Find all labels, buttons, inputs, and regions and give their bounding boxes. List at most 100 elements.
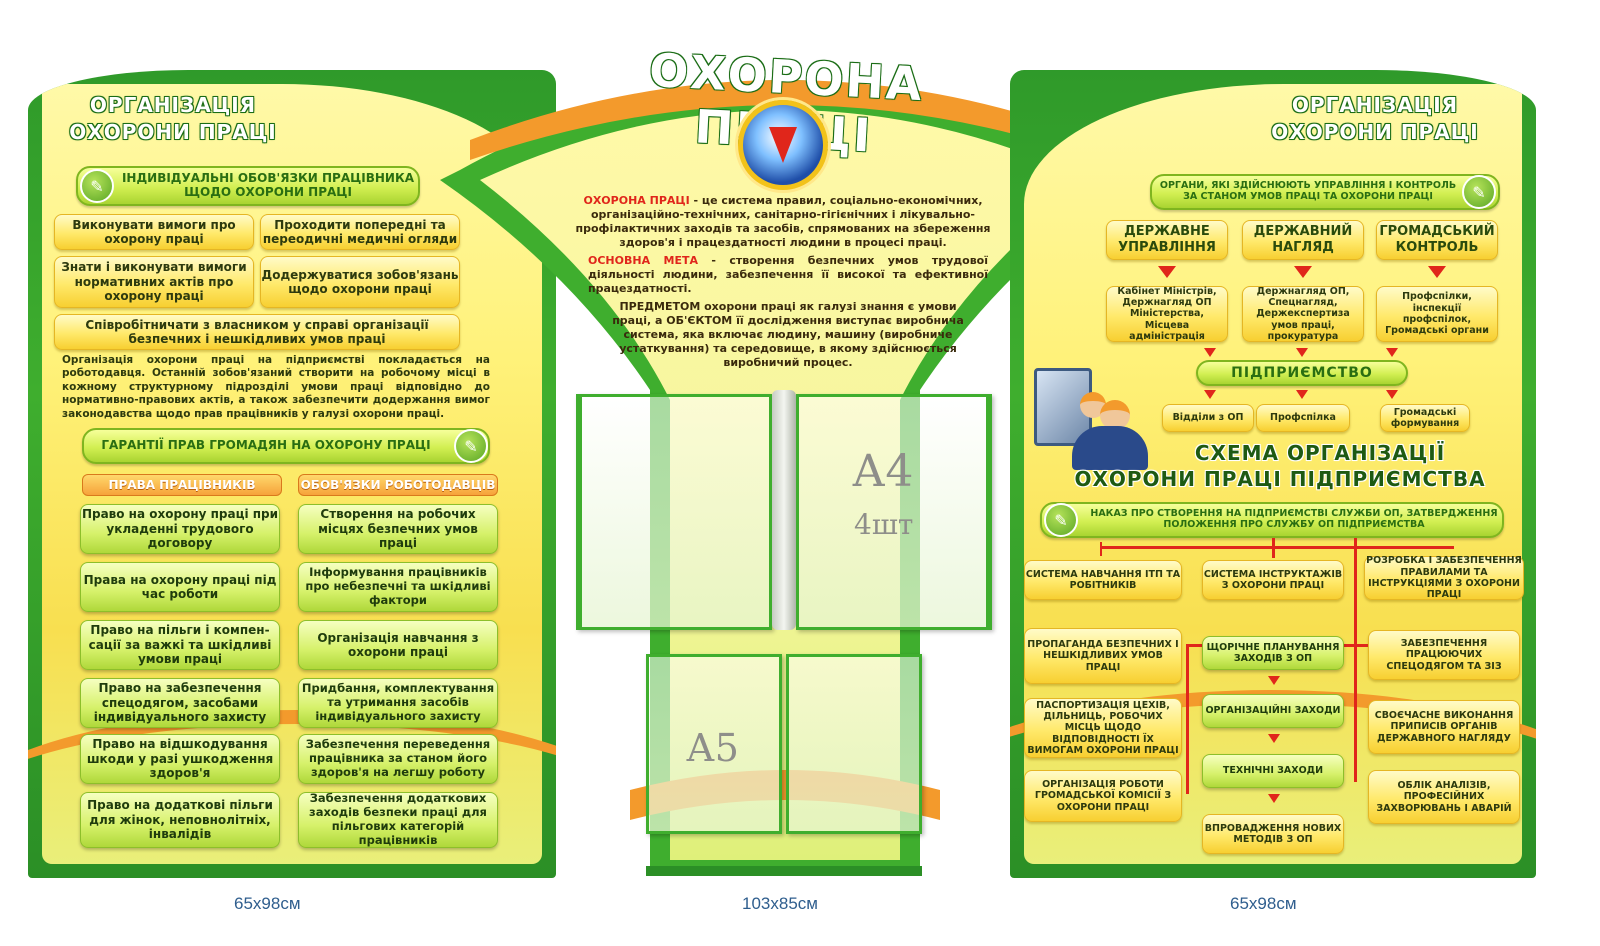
column-body-text: Держнагляд ОП, Спецнагляд, Держекспертиз… [1256, 285, 1350, 343]
order-text: НАКАЗ ПРО СТВОРЕННЯ НА ПІДПРИЄМСТВІ СЛУЖ… [1090, 508, 1498, 530]
scheme-right-text: РОЗРОБКА І ЗАБЕЗПЕЧЕННЯ ПРАВИЛАМИ ТА ІНС… [1366, 555, 1522, 601]
column-header-1: ДЕРЖАВНЕ УПРАВЛІННЯ [1106, 220, 1228, 260]
employer-item-text: Забезпечення додаткових заходів безпеки … [309, 791, 487, 847]
meta-label: ОСНОВНА МЕТА [588, 254, 698, 267]
employer-item-text: Забезпечення переведення працівника за с… [305, 737, 491, 779]
red-arrow-icon [1268, 794, 1280, 803]
document-icon: ✎ [80, 169, 114, 203]
connector-line [1354, 538, 1357, 782]
pocket-a5-label: А5 [686, 726, 739, 770]
duty-box-2: Проходити попередні та переодичні медичн… [260, 214, 460, 250]
column-header-3: ГРОМАДСЬКИЙ КОНТРОЛЬ [1376, 220, 1498, 260]
left-panel-size: 65х98см [234, 894, 301, 913]
red-arrow-icon [1386, 348, 1398, 357]
scheme-left-4: ОРГАНІЗАЦІЯ РОБОТИ ГРОМАДСЬКОЇ КОМІСІЇ З… [1024, 770, 1182, 822]
scheme-center-text: ВПРОВАДЖЕННЯ НОВИХ МЕТОДІВ З ОП [1204, 822, 1342, 845]
employer-item-text: Придбання, комплектування та утримання з… [301, 681, 495, 723]
scheme-left-text: СИСТЕМА НАВЧАННЯ ІТП ТА РОБІТНИКІВ [1025, 568, 1181, 591]
connector-line [1186, 644, 1189, 794]
right-item-text: Право на охорону праці при укладенні тру… [81, 507, 279, 551]
scheme-right-1: РОЗРОБКА І ЗАБЕЗПЕЧЕННЯ ПРАВИЛАМИ ТА ІНС… [1364, 555, 1524, 601]
employer-item-3: Організація навчання з охорони праці [298, 620, 498, 670]
scheme-center-text: ОРГАНІЗАЦІЙНІ ЗАХОДИ [1205, 705, 1341, 717]
document-icon: ✎ [454, 429, 488, 463]
employer-item-5: Забезпечення переведення працівника за с… [298, 734, 498, 784]
column-body-2: Держнагляд ОП, Спецнагляд, Держекспертиз… [1242, 286, 1364, 342]
pocket-a5-right [786, 654, 922, 834]
connector-line [1354, 644, 1368, 647]
column-header-text: ДЕРЖАВНЕ УПРАВЛІННЯ [1118, 224, 1216, 255]
duty-text: Знати і виконувати вимоги нормативних ак… [61, 260, 247, 304]
document-icon: ✎ [1044, 503, 1078, 537]
right-item-6: Право на додаткові пільги для жінок, неп… [80, 792, 280, 848]
right-item-3: Право на пільги і компен- сації за важкі… [80, 620, 280, 670]
left-panel-title: ОРГАНІЗАЦІЯ ОХОРОНИ ПРАЦІ [58, 92, 288, 146]
right-title-line2: ОХОРОНИ ПРАЦІ [1271, 120, 1479, 144]
right-item-5: Право на відшкодування шкоди у разі ушко… [80, 734, 280, 784]
scheme-center-5: ВПРОВАДЖЕННЯ НОВИХ МЕТОДІВ З ОП [1202, 814, 1344, 854]
red-arrow-icon [1296, 390, 1308, 399]
left-panel: ОРГАНІЗАЦІЯ ОХОРОНИ ПРАЦІ ІНДИВІДУАЛЬНІ … [28, 70, 556, 878]
scheme-center-2: ЩОРІЧНЕ ПЛАНУВАННЯ ЗАХОДІВ З ОП [1202, 636, 1344, 670]
scheme-center-text: ЩОРІЧНЕ ПЛАНУВАННЯ ЗАХОДІВ З ОП [1206, 641, 1340, 664]
enterprise-label: ПІДПРИЄМСТВО [1196, 360, 1408, 386]
scheme-center-1: СИСТЕМА ІНСТРУКТАЖІВ З ОХОРОНИ ПРАЦІ [1202, 560, 1344, 600]
pocket-a4-left [576, 394, 772, 630]
duty-text: Додержуватися зобов'язань щодо охорони п… [261, 267, 459, 296]
pocket-a4-label: А4 [852, 446, 914, 497]
column-header-text: ДЕРЖАВНИЙ НАГЛЯД [1253, 224, 1353, 255]
workers-illustration-icon [1034, 368, 1150, 472]
right-panel-size: 65х98см [1230, 894, 1297, 913]
left-paragraph: Організація охорони праці на підприємств… [62, 354, 490, 420]
column-body-1: Кабінет Міністрів, Держнагляд ОП Міністе… [1106, 286, 1228, 342]
center-panel: ОХОРОНА ПРАЦІ ОХОРОНА ПРАЦІ - це система… [440, 30, 1130, 880]
sub-unit-3: Громадські формування [1380, 404, 1470, 432]
red-arrow-icon [1204, 348, 1216, 357]
duty-text: Проходити попередні та переодичні медичн… [262, 217, 458, 246]
red-arrow-icon [1268, 734, 1280, 743]
bodies-title: ОРГАНИ, ЯКІ ЗДІЙСНЮЮТЬ УПРАВЛІННЯ І КОНТ… [1150, 174, 1500, 210]
column-header-2: ДЕРЖАВНИЙ НАГЛЯД [1242, 220, 1364, 260]
order-label: НАКАЗ ПРО СТВОРЕННЯ НА ПІДПРИЄМСТВІ СЛУЖ… [1040, 502, 1504, 538]
right-item-1: Право на охорону праці при укладенні тру… [80, 504, 280, 554]
pocket-a4-right [796, 394, 992, 630]
emblem-icon [738, 100, 828, 190]
sub-unit-text: Відділи з ОП [1172, 412, 1244, 424]
sub-unit-text: Громадські формування [1390, 406, 1460, 429]
scheme-title-line1: СХЕМА ОРГАНІЗАЦІЇ [1194, 441, 1446, 465]
column-body-text: Кабінет Міністрів, Держнагляд ОП Міністе… [1117, 285, 1217, 343]
enterprise-text: ПІДПРИЄМСТВО [1231, 364, 1373, 381]
duty-text: Співробітничати з власником у справі орг… [85, 317, 429, 346]
meta-text: - створення безпечних умов трудової діял… [588, 254, 988, 296]
scheme-title: СХЕМА ОРГАНІЗАЦІЇ ОХОРОНИ ПРАЦІ ПІДПРИЄМ… [1070, 440, 1490, 492]
bodies-title-text: ОРГАНИ, ЯКІ ЗДІЙСНЮЮТЬ УПРАВЛІННЯ І КОНТ… [1159, 180, 1457, 202]
employer-item-4: Придбання, комплектування та утримання з… [298, 678, 498, 728]
red-arrow-icon [1294, 266, 1312, 278]
left-title-line2: ОХОРОНИ ПРАЦІ [69, 120, 277, 144]
employer-header-text: ОБОВ'ЯЗКИ РОБОТОДАВЦІВ [300, 478, 496, 492]
okhorona-label: ОХОРОНА ПРАЦІ [583, 194, 690, 207]
left-section2-title: ГАРАНТІЇ ПРАВ ГРОМАДЯН НА ОХОРОНУ ПРАЦІ [82, 428, 490, 464]
duty-box-4: Додержуватися зобов'язань щодо охорони п… [260, 256, 460, 308]
connector-line [1272, 538, 1275, 558]
scheme-right-text: СВОЄЧАСНЕ ВИКОНАННЯ ПРИПИСІВ ОРГАНІВ ДЕР… [1374, 709, 1514, 744]
scheme-center-text: СИСТЕМА ІНСТРУКТАЖІВ З ОХОРОНИ ПРАЦІ [1203, 568, 1343, 591]
employer-item-1: Створення на робочих місцях безпечних ум… [298, 504, 498, 554]
right-panel-title: ОРГАНІЗАЦІЯ ОХОРОНИ ПРАЦІ [1260, 92, 1490, 146]
right-item-text: Право на відшкодування шкоди у разі ушко… [86, 737, 274, 781]
right-item-text: Право на пільги і компен- сації за важкі… [88, 623, 272, 667]
scheme-right-text: ЗАБЕЗПЕЧЕННЯ ПРАЦЮЮЧИХ СПЕЦОДЯГОМ ТА ЗІЗ [1386, 637, 1502, 672]
scheme-center-3: ОРГАНІЗАЦІЙНІ ЗАХОДИ [1202, 694, 1344, 728]
scheme-left-text: ПРОПАГАНДА БЕЗПЕЧНИХ І НЕШКІДЛИВИХ УМОВ … [1027, 638, 1179, 673]
red-arrow-icon [1158, 266, 1176, 278]
connector-line [1100, 542, 1102, 556]
right-item-2: Права на охорону праці під час роботи [80, 562, 280, 612]
scheme-right-text: ОБЛІК АНАЛІЗІВ, ПРОФЕСІЙНИХ ЗАХВОРЮВАНЬ … [1376, 779, 1512, 814]
red-arrow-icon [1386, 390, 1398, 399]
employer-duties-header: ОБОВ'ЯЗКИ РОБОТОДАВЦІВ [298, 474, 498, 496]
employer-item-2: Інформування працівників про небезпечні … [298, 562, 498, 612]
sub-unit-text: Профспілка [1270, 412, 1336, 424]
center-paragraph-1: ОХОРОНА ПРАЦІ - це система правил, соціа… [568, 194, 998, 250]
duty-box-3: Знати і виконувати вимоги нормативних ак… [54, 256, 254, 308]
right-panel: ОРГАНІЗАЦІЯ ОХОРОНИ ПРАЦІ ОРГАНИ, ЯКІ ЗД… [1010, 70, 1536, 878]
